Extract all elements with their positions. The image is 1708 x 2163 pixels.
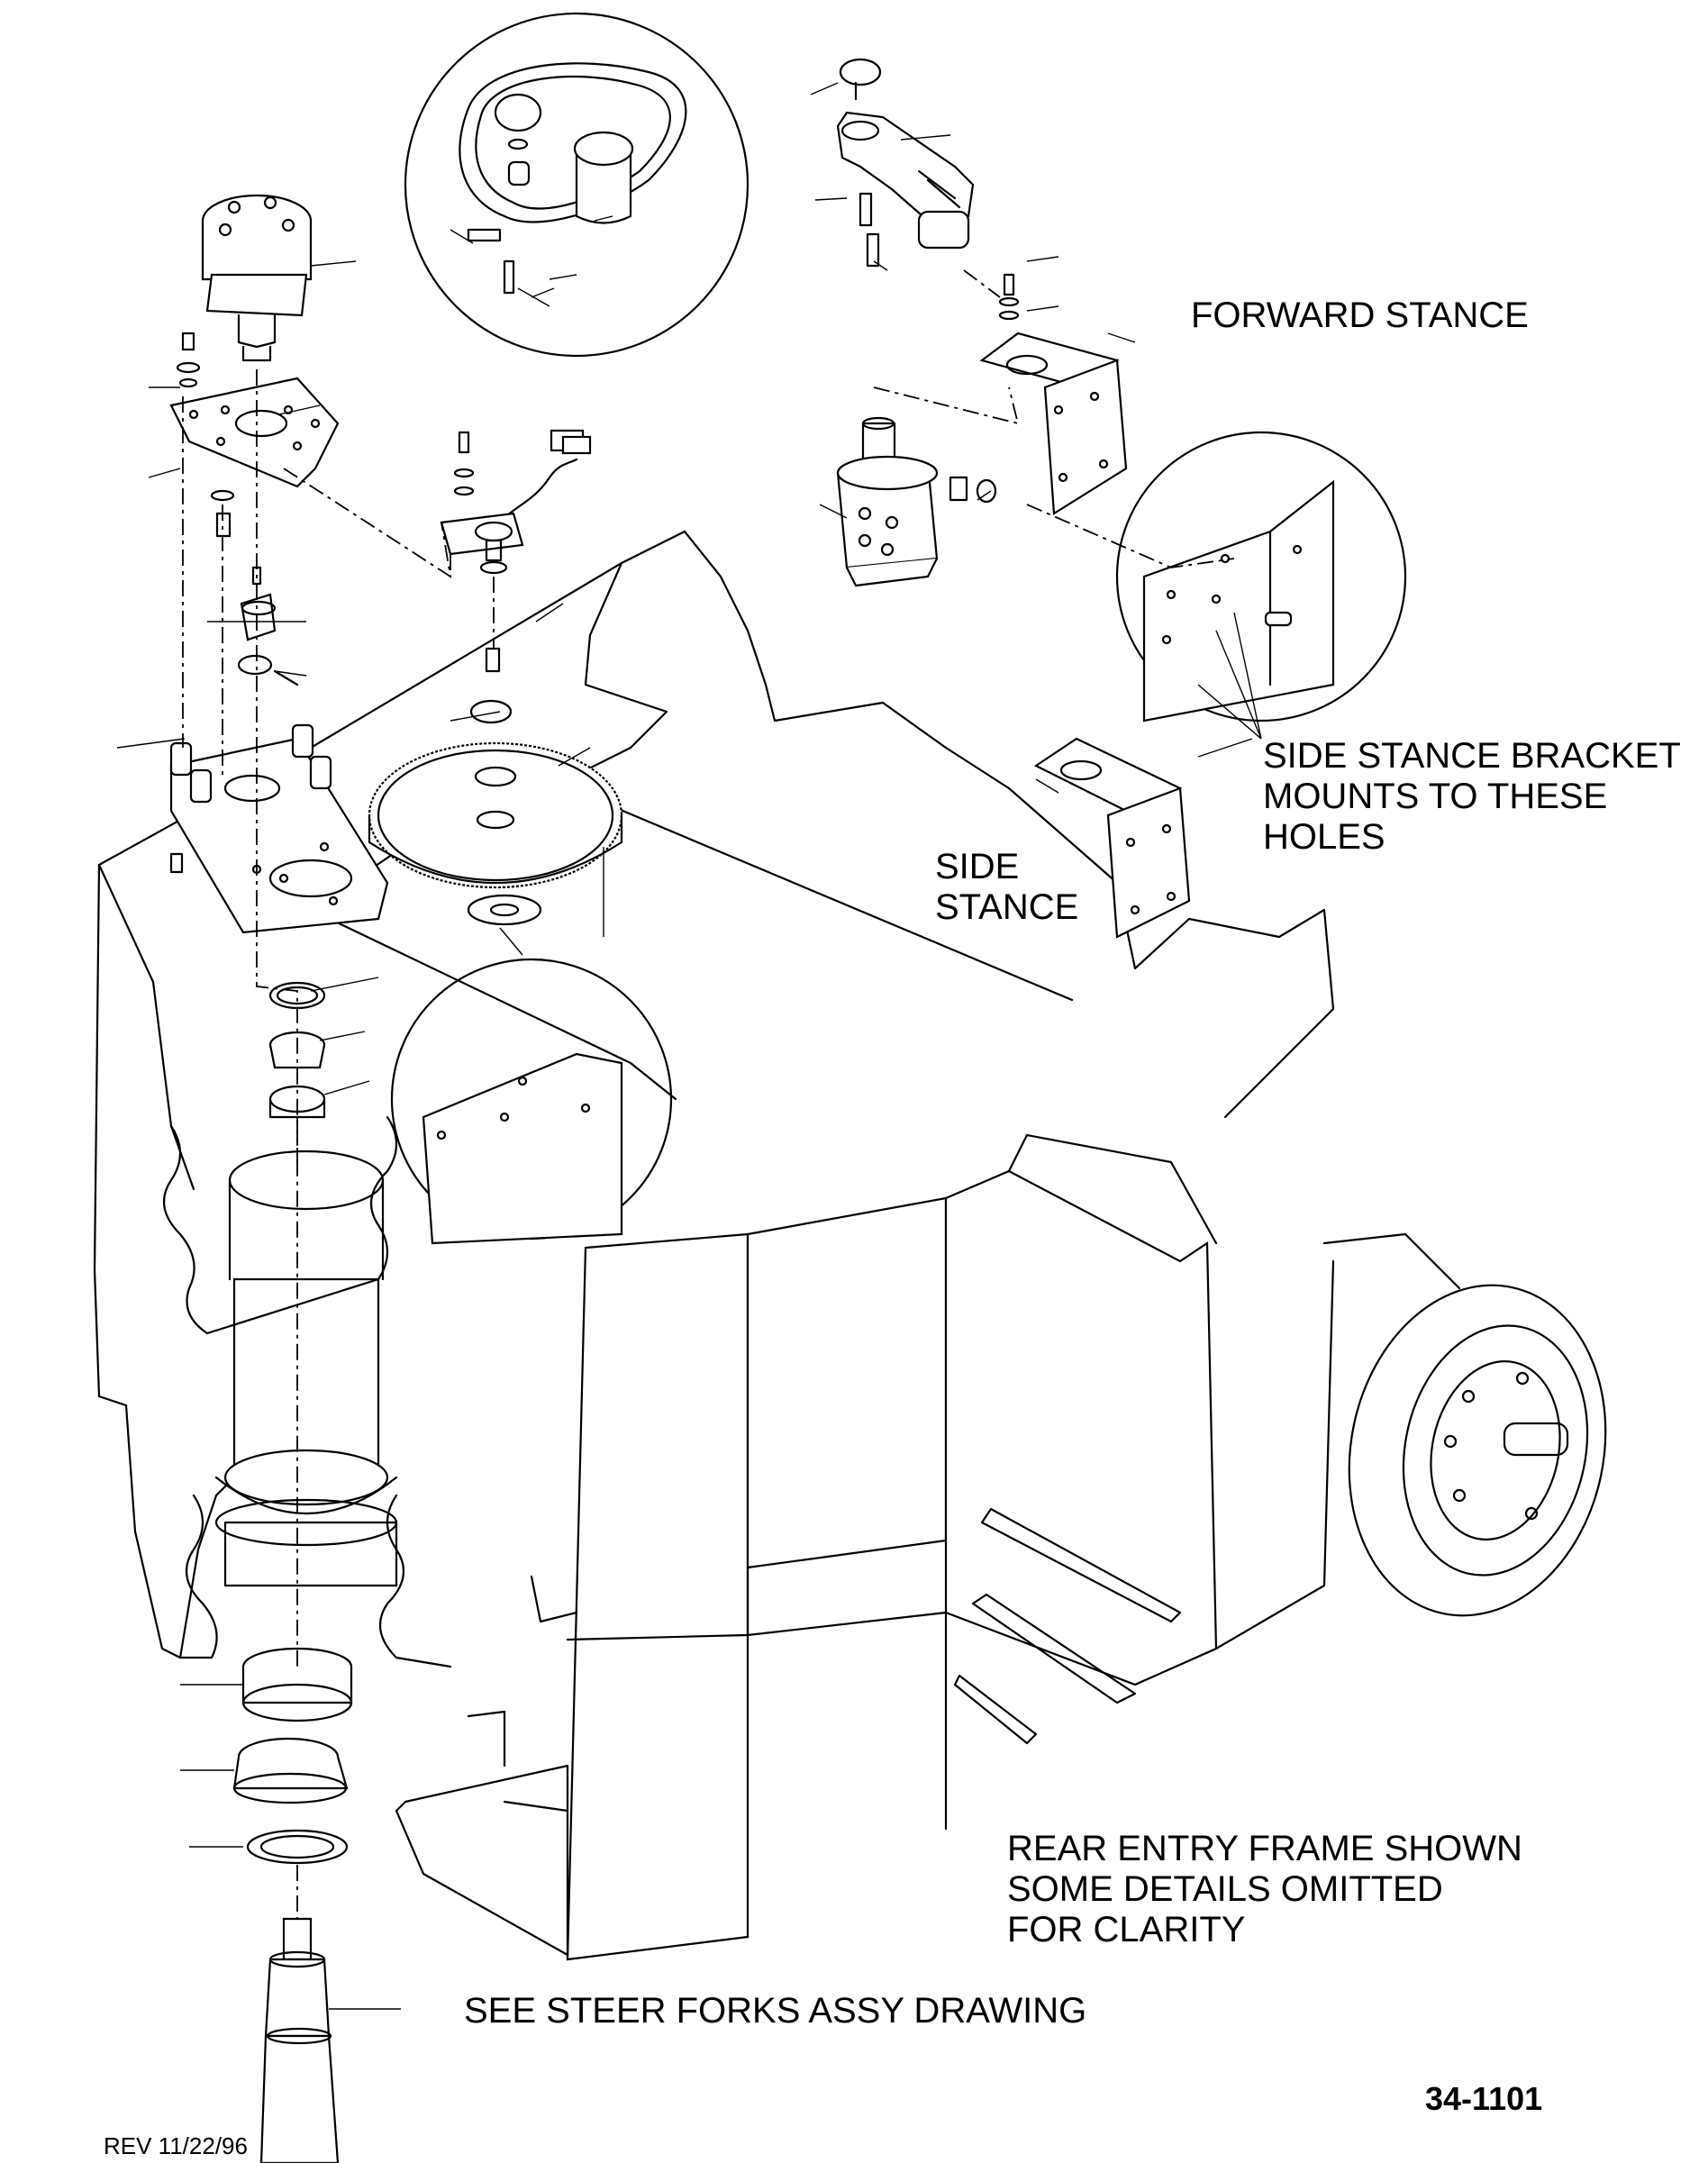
side-stance-bracket-note: SIDE STANCE BRACKET MOUNTS TO THESE HOLE… — [1263, 736, 1681, 857]
forward-stance-bracket — [979, 332, 1128, 515]
steer-forks-note: SEE STEER FORKS ASSY DRAWING — [464, 1991, 1087, 2031]
bull-gear — [368, 741, 623, 926]
sensor-assembly — [440, 429, 592, 724]
drawing-number: 34-1101 — [1425, 2080, 1543, 2117]
hydraulic-valve — [836, 416, 997, 587]
side-stance-detail — [1115, 431, 1407, 723]
control-handle — [836, 58, 1020, 321]
assembly-centerlines — [182, 269, 1235, 1919]
forward-stance-label: FORWARD STANCE — [1191, 295, 1529, 335]
frame-detail-circle — [390, 958, 673, 1245]
fasteners-left — [176, 332, 299, 686]
leader-lines — [116, 82, 1262, 2010]
revision-date: REV 11/22/96 — [104, 2132, 248, 2159]
side-stance-label: SIDE STANCE — [935, 847, 1079, 927]
steer-shaft — [259, 1917, 340, 2163]
truck-frame — [93, 530, 1335, 1961]
steer-housing — [214, 1150, 398, 1587]
steering-wheel-detail — [404, 12, 750, 358]
drive-wheel — [1322, 1232, 1607, 1617]
mounting-plate-upper — [169, 377, 340, 488]
rear-entry-note: REAR ENTRY FRAME SHOWN SOME DETAILS OMIT… — [1007, 1829, 1522, 1949]
mounting-plate-lower — [169, 723, 389, 934]
side-stance-bracket — [1033, 737, 1191, 939]
orbitrol-unit — [201, 194, 313, 362]
bearing-stack-lower — [232, 1647, 353, 1865]
cutaway-breaks — [162, 1115, 452, 1668]
